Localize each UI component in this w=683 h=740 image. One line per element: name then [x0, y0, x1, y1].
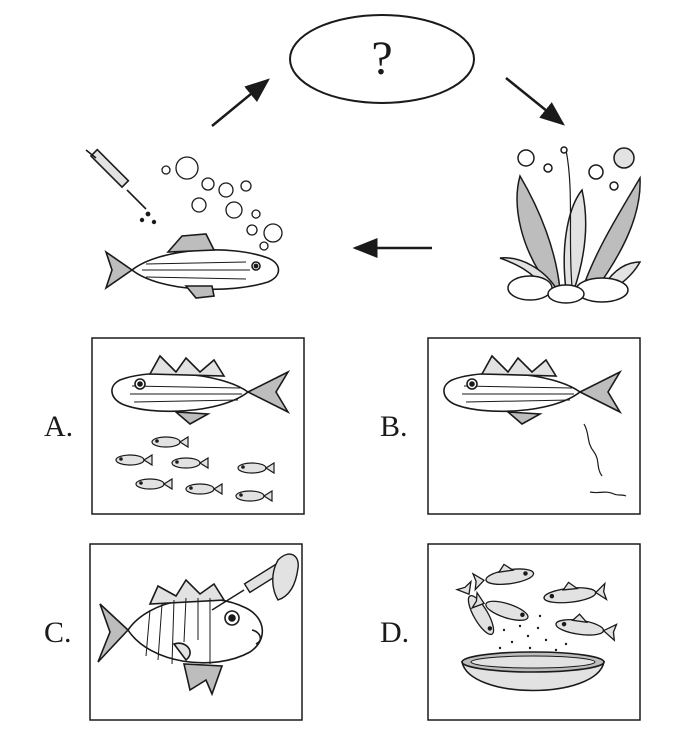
- algae-strand-icon: [583, 423, 627, 497]
- feed-bowl-icon: [461, 651, 605, 692]
- option-a-label[interactable]: A.: [44, 410, 74, 443]
- aquatic-plant-icon: [499, 146, 642, 304]
- bubbles-icon: [161, 156, 283, 251]
- arrow-up-right: [211, 78, 270, 127]
- unknown-step-oval: [289, 14, 475, 104]
- option-d-label[interactable]: D.: [380, 616, 410, 649]
- option-c-label[interactable]: C.: [44, 616, 72, 649]
- small-fish-school-icon: [115, 435, 275, 503]
- striped-fish-icon: [104, 233, 280, 299]
- syringe-icon: [85, 148, 157, 225]
- syringe-hand-icon: [211, 553, 299, 611]
- feed-particles-icon: [498, 612, 568, 652]
- option-b-box[interactable]: [427, 337, 641, 515]
- arrow-down-right: [505, 77, 565, 126]
- injected-fish-icon: [97, 578, 264, 697]
- option-b-label[interactable]: B.: [380, 410, 408, 443]
- big-fish-icon: [111, 354, 291, 425]
- big-fish-icon: [443, 354, 623, 425]
- unknown-step-question-mark: ?: [371, 32, 393, 85]
